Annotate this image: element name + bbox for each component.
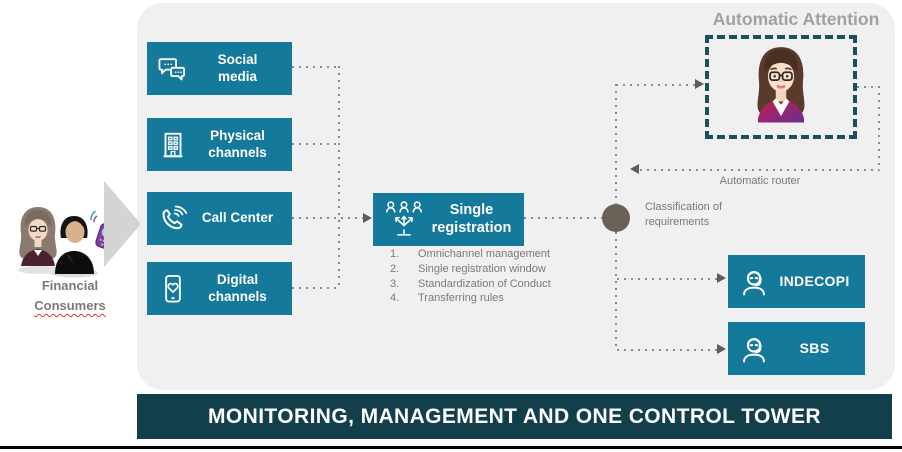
channel-label: Digital channels (208, 272, 267, 304)
consumers-label-line2: Consumers (34, 298, 106, 313)
list-item: 1. Omnichannel management (390, 248, 551, 260)
flow-arrow (104, 181, 141, 267)
automatic-router-label: Automatic router (719, 175, 801, 187)
connector-to-indecopi (617, 278, 717, 280)
consumers-clipart (8, 204, 122, 278)
connector-social-junction (292, 66, 340, 68)
connector-physical-junction (292, 143, 340, 145)
channel-box-physical-channels: Physical channels (147, 118, 292, 171)
arrowhead-into-single-registration (363, 213, 372, 223)
channel-box-call-center: Call Center (147, 192, 292, 245)
regulator-box-indecopi: INDECOPI (728, 255, 865, 308)
channel-box-social-media: Social media (147, 42, 292, 95)
consumers-label: Financial Consumers (14, 276, 126, 316)
classification-node (602, 204, 630, 232)
people-distribution-icon (381, 200, 427, 240)
channel-label: Call Center (201, 210, 274, 226)
arrowhead-into-indecopi (717, 273, 726, 283)
arrowhead-into-sbs (717, 344, 726, 354)
building-icon (155, 129, 191, 161)
consumers-label-line1: Financial (41, 278, 99, 293)
regulator-label: SBS (799, 339, 830, 356)
connector-call-single (292, 217, 364, 219)
list-item: 3. Standardization of Conduct (390, 277, 551, 290)
arrowhead-into-attention (695, 79, 704, 89)
single-registration-label: Single registration (431, 201, 512, 236)
classification-label: Classification of requirements (645, 201, 723, 228)
connector-junction-vertical (338, 66, 340, 288)
support-agent-icon (736, 332, 772, 366)
monitoring-banner-title: MONITORING, MANAGEMENT AND ONE CONTROL T… (208, 404, 821, 428)
smartphone-heart-icon (155, 272, 191, 306)
slide-bottom-border (0, 446, 902, 449)
channel-label: Physical channels (208, 128, 267, 160)
list-item: 2. Single registration window (390, 262, 546, 275)
connector-node-down (615, 232, 617, 351)
regulator-box-sbs: SBS (728, 322, 865, 375)
connector-attention-out (857, 86, 880, 88)
connector-router-vertical (878, 86, 880, 171)
monitoring-banner: MONITORING, MANAGEMENT AND ONE CONTROL T… (137, 394, 892, 439)
regulator-label: INDECOPI (779, 272, 850, 289)
automatic-attention-title: Automatic Attention (712, 9, 880, 29)
connector-to-attention (616, 84, 696, 86)
chat-bubbles-icon (155, 54, 191, 84)
connector-to-sbs (617, 349, 717, 351)
channel-box-digital-channels: Digital channels (147, 262, 292, 315)
automatic-attention-box (705, 35, 857, 139)
support-agent-icon (736, 265, 772, 299)
connector-router-return (640, 169, 879, 171)
channel-label: Social media (217, 52, 258, 84)
single-registration-box: Single registration (373, 193, 524, 246)
agent-avatar (747, 43, 815, 135)
phone-waves-icon (155, 203, 191, 235)
connector-single-node (524, 217, 603, 219)
arrowhead-router-return (630, 164, 639, 174)
connector-node-up (615, 84, 617, 204)
single-registration-notes: 1. Omnichannel management 2. Single regi… (390, 247, 590, 306)
connector-digital-junction (292, 287, 340, 289)
list-item: 4. Transferring rules (390, 292, 504, 305)
